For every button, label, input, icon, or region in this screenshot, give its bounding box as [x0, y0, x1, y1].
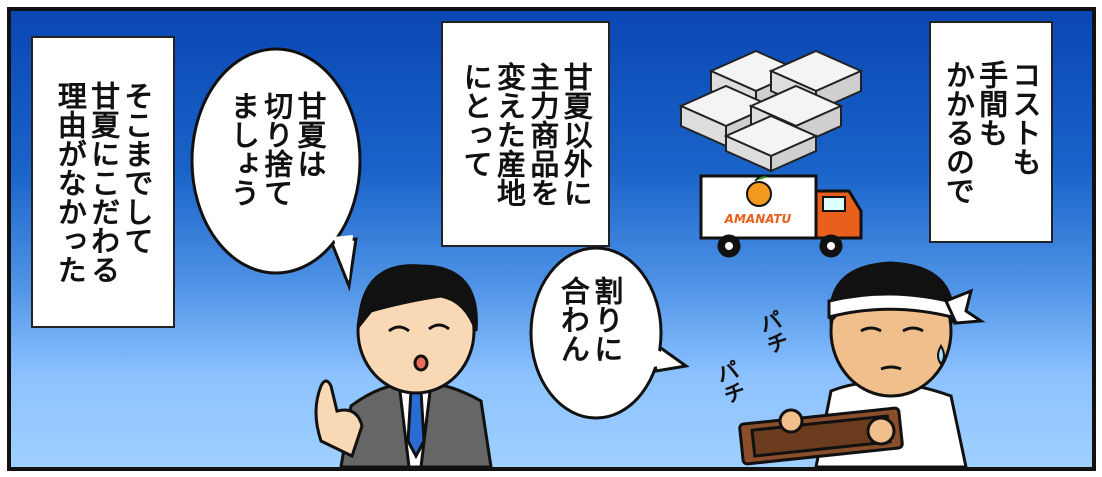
speech-farmer-text: 割りに 合わん — [556, 276, 624, 363]
caption-right: コストも 手間も かかるので — [929, 21, 1053, 243]
comic-panel: AMANATU — [7, 7, 1096, 471]
caption-middle-text: 甘夏以外に 主力商品を 変えた産地 にとって — [459, 61, 594, 207]
salesman-character — [314, 264, 493, 467]
money-stacks-icon — [678, 49, 864, 173]
caption-middle: 甘夏以外に 主力商品を 変えた産地 にとって — [441, 21, 610, 247]
caption-left: そこまでして 甘夏にこだわる 理由がなかった — [31, 36, 175, 328]
caption-right-text: コストも 手間も かかるので — [941, 59, 1043, 205]
speech-bubble-farmer — [529, 246, 690, 420]
speech-salesman-text: 甘夏は 切り捨て ましょう — [226, 91, 328, 207]
panel-illustration: AMANATU — [190, 47, 986, 467]
truck-icon — [699, 174, 863, 258]
speech-bubble-salesman — [190, 47, 362, 292]
caption-left-text: そこまでして 甘夏にこだわる 理由がなかった — [53, 80, 155, 284]
truck-logo-text: AMANATU — [724, 212, 792, 226]
farmer-character — [738, 261, 986, 467]
